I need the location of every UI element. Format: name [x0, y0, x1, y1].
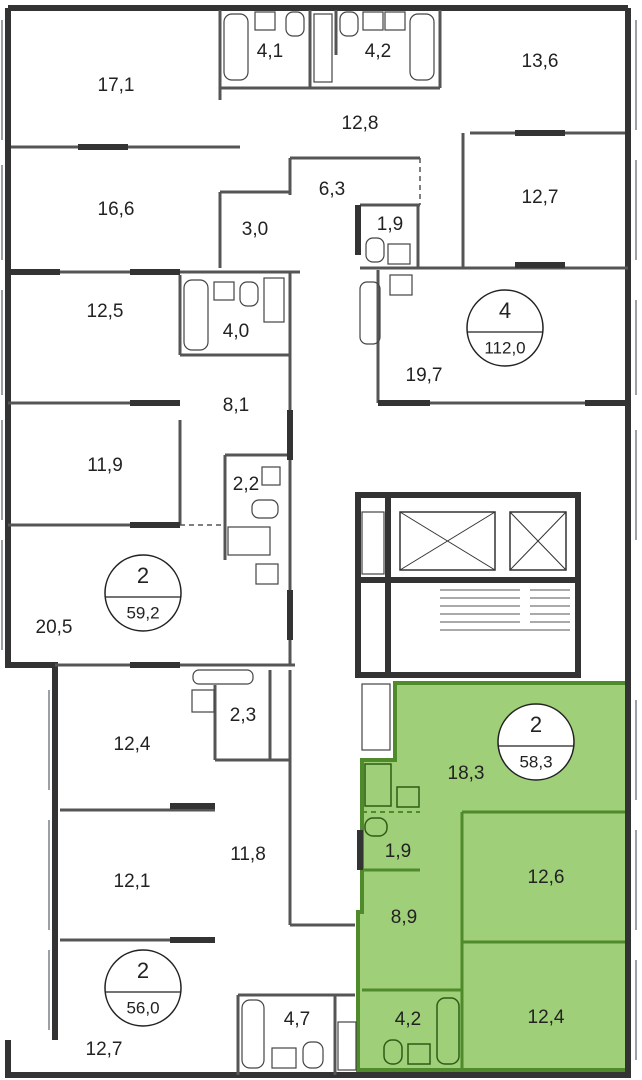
sink-icon: [389, 274, 413, 296]
stair-steps: [440, 589, 570, 631]
elevator-cross: [399, 511, 496, 571]
windows: [1, 20, 637, 1060]
room-area-label: 12,5: [87, 301, 124, 322]
apartment-total-area: 58,3: [519, 752, 552, 771]
elevator-cross: [509, 511, 567, 571]
dashed-boundaries: [180, 158, 463, 526]
sink-icon: [261, 466, 281, 486]
shower-icon: [227, 526, 271, 556]
room-area-label: 3,0: [242, 219, 268, 240]
apartment-total-area: 112,0: [484, 338, 525, 357]
toilet-icon: [302, 1041, 324, 1069]
apartment-badge-circle: [104, 949, 182, 1027]
sink-icon: [254, 11, 276, 31]
apartment-badge[interactable]: 4 112,0: [466, 289, 544, 367]
room-area-label: 11,9: [87, 455, 123, 476]
room-area-label: 12,7: [86, 1039, 123, 1060]
room-area-label: 16,6: [98, 199, 135, 220]
stair-core: [355, 492, 581, 678]
room-area-label: 4,1: [257, 41, 283, 62]
toilet-icon: [339, 11, 359, 37]
highlighted-apartment[interactable]: [356, 681, 630, 1072]
room-area-label: 11,8: [230, 844, 266, 865]
elevator-shaft: [509, 511, 567, 571]
room-area-label: 12,8: [342, 113, 379, 134]
shower-icon: [361, 683, 391, 751]
room-area-label: 4,7: [284, 1009, 310, 1030]
heavy-walls: [5, 130, 631, 955]
shower-icon: [361, 511, 385, 575]
room-area-label: 12,6: [528, 867, 565, 888]
bathtub-icon: [359, 281, 381, 345]
room-area-label: 8,1: [223, 395, 249, 416]
room-area-label: 20,5: [36, 617, 73, 638]
apartment-room-count: 2: [137, 958, 149, 983]
apartment-badge[interactable]: 2 59,2: [104, 554, 182, 632]
room-area-label: 17,1: [98, 75, 135, 96]
room-area-label: 2,2: [233, 474, 259, 495]
apartment-room-count: 2: [137, 563, 149, 588]
sink-icon: [384, 11, 406, 31]
bathtub-icon: [409, 13, 435, 81]
apartment-badge[interactable]: 2 56,0: [104, 949, 182, 1027]
bathtub-icon: [223, 13, 249, 81]
toilet-icon: [365, 237, 385, 263]
core-wall: [355, 492, 581, 678]
room-area-label: 12,4: [528, 1007, 565, 1028]
room-area-label: 4,0: [223, 321, 249, 342]
room-area-label: 12,7: [522, 187, 559, 208]
apartment-badge-circle: [104, 554, 182, 632]
elevator-shaft: [399, 511, 496, 571]
apartment-room-count: 2: [530, 712, 542, 737]
sink-icon: [387, 243, 411, 265]
shower-icon: [364, 763, 392, 807]
apartment-total-area: 59,2: [126, 603, 159, 622]
room-area-label: 19,7: [406, 365, 443, 386]
sink-icon: [191, 689, 215, 713]
room-area-label: 4,2: [395, 1009, 421, 1030]
room-area-label: 1,9: [377, 214, 403, 235]
room-area-label: 13,6: [522, 51, 559, 72]
room-area-label: 8,9: [391, 907, 417, 928]
toilet-icon: [364, 817, 388, 837]
room-area-label: 1,9: [385, 841, 411, 862]
toilet-icon: [239, 281, 259, 307]
room-area-label: 2,3: [230, 705, 256, 726]
apartment-room-count: 4: [499, 298, 511, 323]
shower-icon: [263, 277, 285, 323]
room-area-label: 12,4: [114, 734, 151, 755]
shower-icon: [337, 1021, 357, 1071]
room-area-label: 6,3: [319, 179, 345, 200]
apartment-total-area: 56,0: [126, 998, 159, 1017]
sink-icon: [407, 1043, 431, 1065]
apartment-badge-circle: [466, 289, 544, 367]
outer-wall: [5, 8, 631, 1078]
room-area-label: 12,1: [114, 871, 151, 892]
sink-icon: [396, 786, 420, 808]
bathtub-icon: [183, 279, 209, 351]
bathtub-icon: [192, 669, 254, 685]
toilet-icon: [285, 11, 305, 37]
room-labels: 17,1 4,1 4,2 13,6 12,8 16,6 6,3 12,7 3,0…: [36, 41, 565, 1060]
sink-icon: [213, 281, 235, 301]
toilet-icon: [383, 1039, 403, 1065]
sink-icon: [271, 1047, 297, 1069]
apartment-badge[interactable]: 2 58,3: [497, 703, 575, 781]
room-area-label: 18,3: [448, 763, 485, 784]
fixtures: [183, 11, 435, 1071]
toilet-icon: [251, 499, 279, 519]
shower-icon: [313, 13, 333, 83]
bathtub-icon: [241, 999, 265, 1069]
sink-icon: [362, 11, 384, 31]
room-area-label: 4,2: [365, 41, 391, 62]
sink-icon: [255, 563, 279, 585]
apartment-badge-circle: [497, 703, 575, 781]
bathtub-icon: [436, 997, 460, 1065]
